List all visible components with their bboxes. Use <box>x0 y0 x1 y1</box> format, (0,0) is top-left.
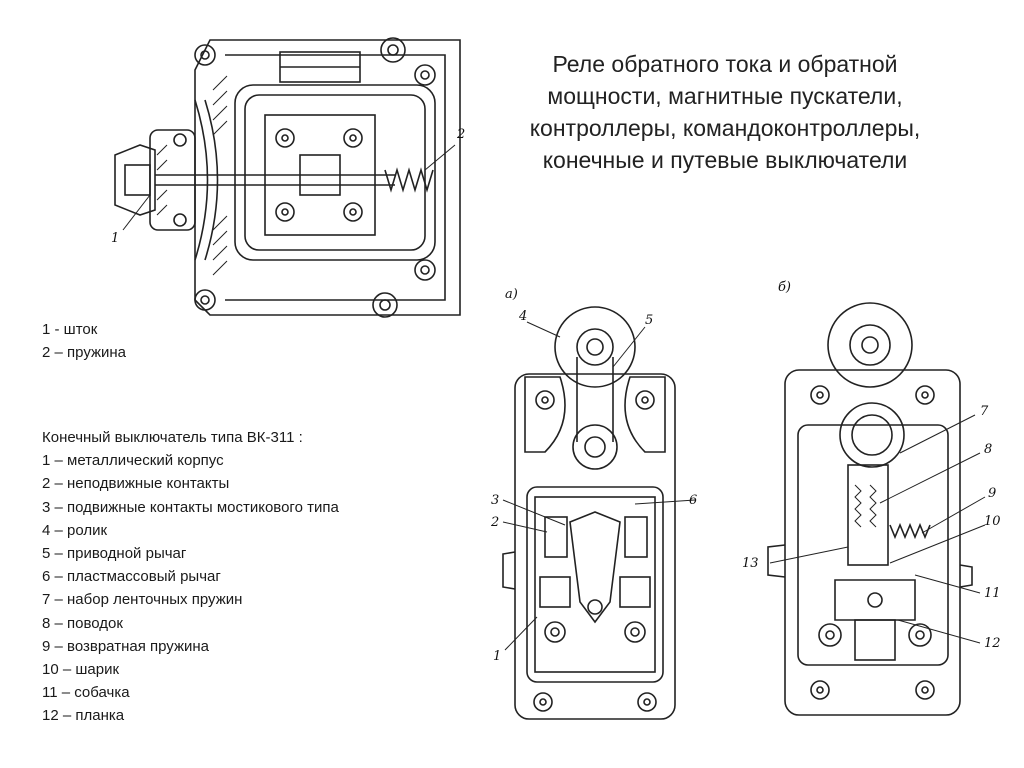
legend-item: 7 – набор ленточных пружин <box>42 591 243 609</box>
drawing-a: а) 4 5 3 6 2 1 <box>485 282 700 762</box>
legend-heading: Конечный выключатель типа ВК-311 : <box>42 429 303 446</box>
legend-item: 5 – приводной рычаг <box>42 545 187 563</box>
callout-label: 7 <box>980 404 989 419</box>
callout-label: 1 <box>111 231 119 246</box>
drawing-caption: б) <box>778 280 791 295</box>
callout-label: 5 <box>645 313 653 328</box>
callout-label: 2 <box>456 127 465 142</box>
switch-section-svg: 1 2 <box>111 37 465 318</box>
drawing-b: б) 7 8 9 10 13 11 12 <box>740 275 1010 755</box>
switch-legend: Конечный выключатель типа ВК-311 : 1 – м… <box>42 426 339 728</box>
callout-label: 6 <box>689 493 697 508</box>
legend-item: 11 – собачка <box>42 684 130 702</box>
relay-legend: 1 - шток 2 – пружина <box>42 318 126 364</box>
drawing-a-svg: а) 4 5 3 6 2 1 <box>490 287 697 720</box>
legend-item: 6 – пластмассовый рычаг <box>42 568 221 586</box>
drawing-b-svg: б) 7 8 9 10 13 11 12 <box>742 280 1001 716</box>
callout-label: 4 <box>518 309 527 324</box>
drawing-caption: а) <box>505 287 518 302</box>
callout-label: 13 <box>742 556 759 571</box>
slide-title: Реле обратного тока и обратной мощности,… <box>480 48 970 176</box>
legend-item: 3 – подвижные контакты мостикового типа <box>42 498 339 516</box>
title-line: контроллеры, командоконтроллеры, <box>529 115 921 141</box>
switch-section-drawing: 1 2 <box>95 30 465 330</box>
callout-label: 11 <box>984 586 1001 601</box>
callout-label: 10 <box>984 514 1001 529</box>
callout-label: 8 <box>984 442 992 457</box>
callout-label: 12 <box>984 636 1001 651</box>
title-line: мощности, магнитные пускатели, <box>547 83 903 109</box>
callout-label: 2 <box>490 515 499 530</box>
callout-label: 9 <box>988 486 996 501</box>
callout-label: 3 <box>491 493 499 508</box>
legend-item: 1 – металлический корпус <box>42 452 224 470</box>
legend-item: 1 - шток <box>42 321 98 338</box>
legend-item: 9 – возвратная пружина <box>42 637 209 655</box>
legend-item: 2 – пружина <box>42 344 127 362</box>
legend-item: 2 – неподвижные контакты <box>42 475 230 493</box>
legend-item: 12 – планка <box>42 707 125 725</box>
legend-item: 8 – поводок <box>42 614 123 632</box>
title-line: конечные и путевые выключатели <box>542 147 908 173</box>
title-line: Реле обратного тока и обратной <box>552 51 898 77</box>
callout-label: 1 <box>493 649 501 664</box>
legend-item: 4 – ролик <box>42 521 108 539</box>
legend-item: 10 – шарик <box>42 661 120 679</box>
